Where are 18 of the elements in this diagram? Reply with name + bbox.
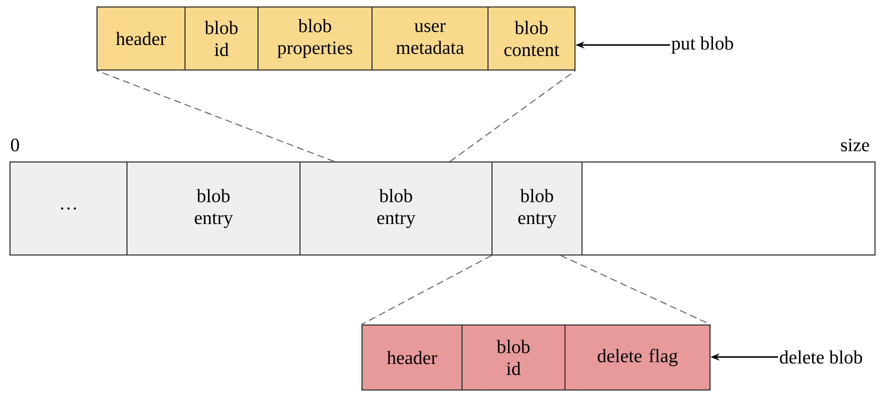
zoom-line: [450, 70, 576, 162]
record-field-cell: header: [362, 324, 462, 390]
record-field-cell: user metadata: [372, 6, 488, 70]
record-field-cell: blob id: [184, 6, 258, 70]
record-field-cell: blob content: [488, 6, 576, 70]
operation-label: delete blob: [780, 350, 862, 364]
record-field-cell: delete flag: [564, 324, 710, 390]
record-field-cell: blob id: [462, 324, 566, 390]
record-field-cell: header: [96, 6, 186, 70]
operation-label: put blob: [672, 36, 734, 54]
free-space-cell: [582, 162, 876, 256]
zoom-line: [560, 255, 711, 325]
entry-cell: blob entry: [126, 162, 300, 256]
zoom-line: [361, 255, 492, 325]
entry-cell: blob entry: [492, 162, 582, 256]
zoom-line: [96, 70, 335, 162]
record-field-cell: blob properties: [258, 6, 372, 70]
entry-cell: …: [10, 162, 128, 256]
